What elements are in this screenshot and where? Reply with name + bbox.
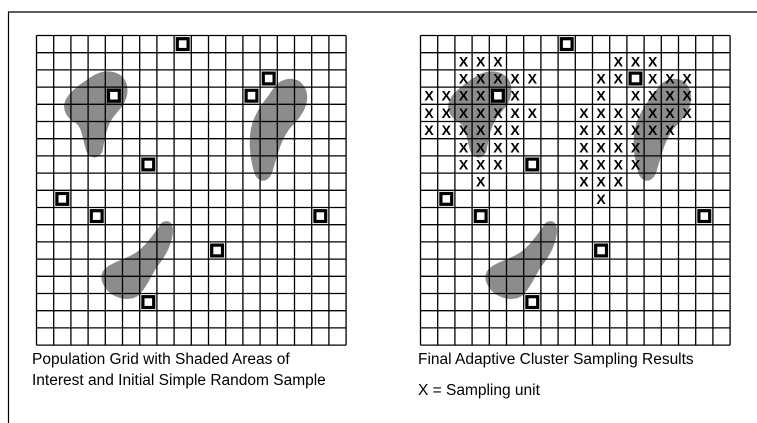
sampling-unit-x-mark: X [665, 122, 675, 138]
initial-sample-unit-marker [246, 90, 257, 101]
sampling-unit-x-mark: X [596, 157, 606, 173]
sampling-unit-x-mark: X [648, 122, 658, 138]
sampling-unit-x-mark: X [596, 122, 606, 138]
initial-sample-unit-marker [699, 211, 710, 222]
sampling-unit-x-mark: X [682, 105, 692, 121]
left-population-grid [37, 36, 347, 346]
sampling-unit-x-mark: X [579, 105, 589, 121]
sampling-unit-x-mark: X [614, 105, 624, 121]
sampling-unit-x-mark: X [442, 88, 452, 104]
sampling-unit-x-mark: X [476, 157, 486, 173]
sampling-unit-x-mark: X [459, 71, 469, 87]
sampling-unit-x-mark: X [648, 88, 658, 104]
initial-sample-unit-marker [315, 211, 326, 222]
sampling-unit-x-mark: X [459, 139, 469, 155]
sampling-unit-x-mark: X [596, 105, 606, 121]
initial-sample-unit-marker [177, 39, 188, 50]
sampling-unit-x-mark: X [493, 105, 503, 121]
initial-sample-unit-marker [596, 245, 607, 256]
left-caption-line-2: Interest and Initial Simple Random Sampl… [32, 370, 326, 391]
sampling-unit-x-mark: X [579, 174, 589, 190]
sampling-unit-x-mark: X [510, 139, 520, 155]
sampling-unit-x-mark: X [459, 53, 469, 69]
sampling-unit-x-mark: X [596, 191, 606, 207]
legend-text: X = Sampling unit [418, 380, 540, 401]
sampling-unit-x-mark: X [493, 53, 503, 69]
sampling-unit-x-mark: X [442, 122, 452, 138]
initial-sample-unit-marker [527, 297, 538, 308]
sampling-unit-x-mark: X [528, 105, 538, 121]
initial-sample-unit-marker [109, 90, 120, 101]
initial-sample-unit-marker [493, 90, 504, 101]
sampling-unit-x-mark: X [614, 122, 624, 138]
sampling-unit-x-mark: X [596, 139, 606, 155]
initial-sample-unit-marker [57, 194, 68, 205]
sampling-unit-x-mark: X [648, 105, 658, 121]
sampling-unit-x-mark: X [459, 122, 469, 138]
sampling-unit-x-mark: X [631, 139, 641, 155]
left-caption: Population Grid with Shaded Areas of Int… [32, 349, 326, 391]
sampling-unit-x-mark: X [579, 122, 589, 138]
sampling-unit-x-mark: X [476, 105, 486, 121]
sampling-unit-x-mark: X [631, 122, 641, 138]
sampling-unit-x-mark: X [424, 105, 434, 121]
sampling-unit-x-mark: X [596, 174, 606, 190]
sampling-unit-x-mark: X [631, 88, 641, 104]
initial-sample-unit-marker [143, 297, 154, 308]
sampling-unit-x-mark: X [476, 88, 486, 104]
sampling-unit-x-mark: X [493, 139, 503, 155]
sampling-unit-x-mark: X [614, 139, 624, 155]
sampling-unit-x-mark: X [631, 157, 641, 173]
sampling-unit-x-mark: X [510, 105, 520, 121]
initial-sample-unit-marker [475, 211, 486, 222]
initial-sample-unit-marker [561, 39, 572, 50]
initial-sample-unit-marker [212, 245, 223, 256]
sampling-unit-x-mark: X [459, 105, 469, 121]
sampling-unit-x-mark: X [614, 71, 624, 87]
sampling-unit-x-mark: X [596, 88, 606, 104]
sampling-unit-x-mark: X [424, 88, 434, 104]
initial-sample-unit-marker [263, 73, 274, 84]
initial-sample-unit-marker [527, 159, 538, 170]
sampling-unit-x-mark: X [459, 157, 469, 173]
sampling-unit-x-mark: X [510, 122, 520, 138]
sampling-unit-x-mark: X [476, 174, 486, 190]
right-caption: Final Adaptive Cluster Sampling Results [418, 349, 694, 370]
sampling-unit-x-mark: X [631, 53, 641, 69]
sampling-unit-x-mark: X [493, 157, 503, 173]
initial-sample-unit-marker [91, 211, 102, 222]
left-caption-line-1: Population Grid with Shaded Areas of [32, 349, 326, 370]
sampling-unit-x-mark: X [510, 71, 520, 87]
sampling-unit-x-mark: X [476, 53, 486, 69]
sampling-unit-x-mark: X [631, 105, 641, 121]
sampling-unit-x-mark: X [648, 71, 658, 87]
sampling-unit-x-mark: X [476, 122, 486, 138]
sampling-unit-x-mark: X [579, 157, 589, 173]
initial-sample-unit-marker [441, 194, 452, 205]
sampling-unit-x-mark: X [579, 139, 589, 155]
sampling-unit-x-mark: X [665, 88, 675, 104]
sampling-unit-x-mark: X [682, 88, 692, 104]
sampling-unit-x-mark: X [493, 71, 503, 87]
sampling-unit-x-mark: X [528, 71, 538, 87]
sampling-unit-x-mark: X [442, 105, 452, 121]
sampling-unit-x-mark: X [614, 53, 624, 69]
sampling-unit-x-mark: X [648, 53, 658, 69]
initial-sample-unit-marker [630, 73, 641, 84]
sampling-unit-x-mark: X [476, 139, 486, 155]
initial-sample-unit-marker [143, 159, 154, 170]
sampling-unit-x-mark: X [424, 122, 434, 138]
sampling-unit-x-mark: X [682, 71, 692, 87]
sampling-unit-x-mark: X [596, 71, 606, 87]
sampling-unit-x-mark: X [476, 71, 486, 87]
sampling-unit-x-mark: X [510, 88, 520, 104]
sampling-unit-x-mark: X [614, 157, 624, 173]
sampling-unit-x-mark: X [614, 174, 624, 190]
sampling-unit-x-mark: X [493, 122, 503, 138]
sampling-unit-x-mark: X [665, 71, 675, 87]
sampling-unit-x-mark: X [459, 88, 469, 104]
sampling-unit-x-mark: X [665, 105, 675, 121]
